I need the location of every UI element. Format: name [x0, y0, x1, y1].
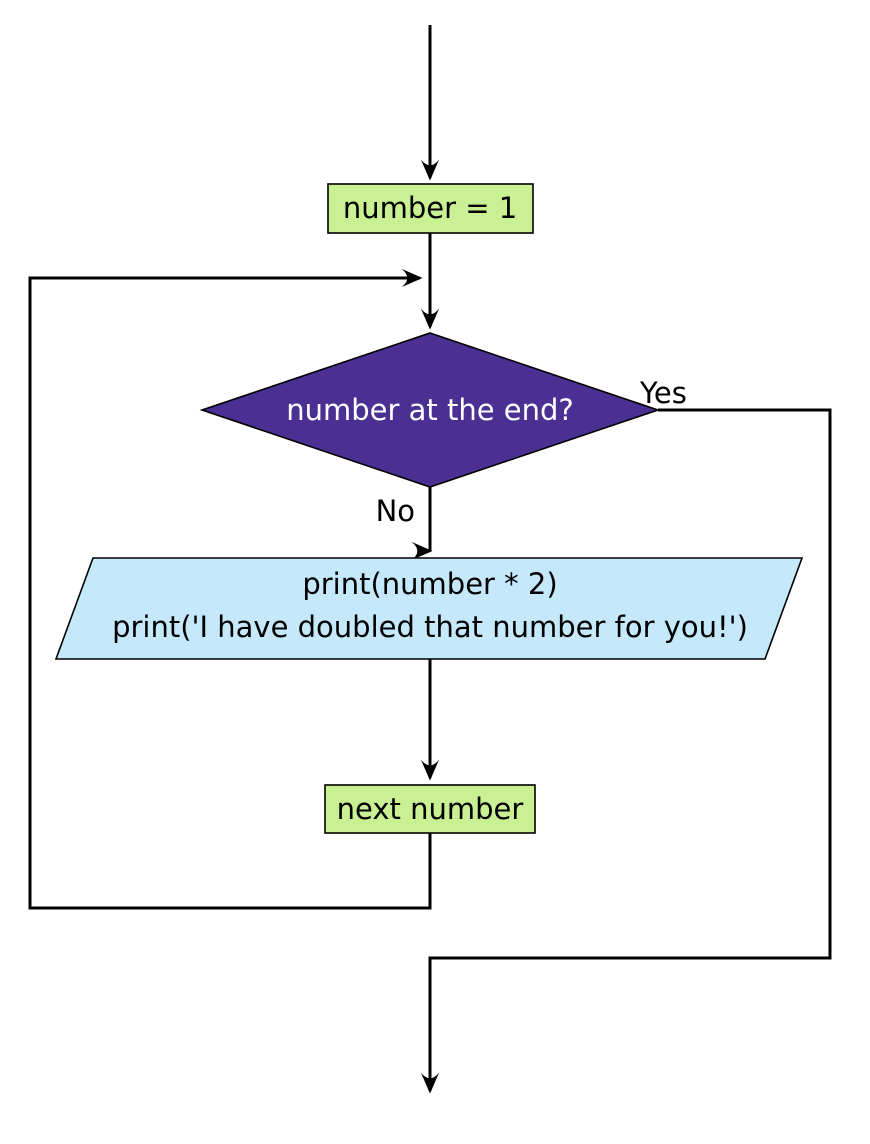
- no-branch-label: No: [376, 494, 415, 528]
- edge-loop-back: [28, 268, 432, 910]
- process-box-init-label: number = 1: [343, 191, 517, 225]
- process-box-init: [327, 183, 534, 234]
- decision-diamond: [199, 332, 661, 488]
- edge-yes-branch: [420, 408, 832, 1094]
- io-label-line1: print(number * 2): [302, 567, 557, 601]
- yes-branch-label: Yes: [639, 376, 687, 410]
- process-box-next: [324, 784, 536, 834]
- flow-edges: [28, 25, 832, 1094]
- decision-diamond-label: number at the end?: [286, 393, 574, 427]
- process-box-next-label: next number: [337, 792, 524, 826]
- io-label-line2: print('I have doubled that number for yo…: [112, 610, 748, 644]
- io-parallelogram: [54, 557, 804, 660]
